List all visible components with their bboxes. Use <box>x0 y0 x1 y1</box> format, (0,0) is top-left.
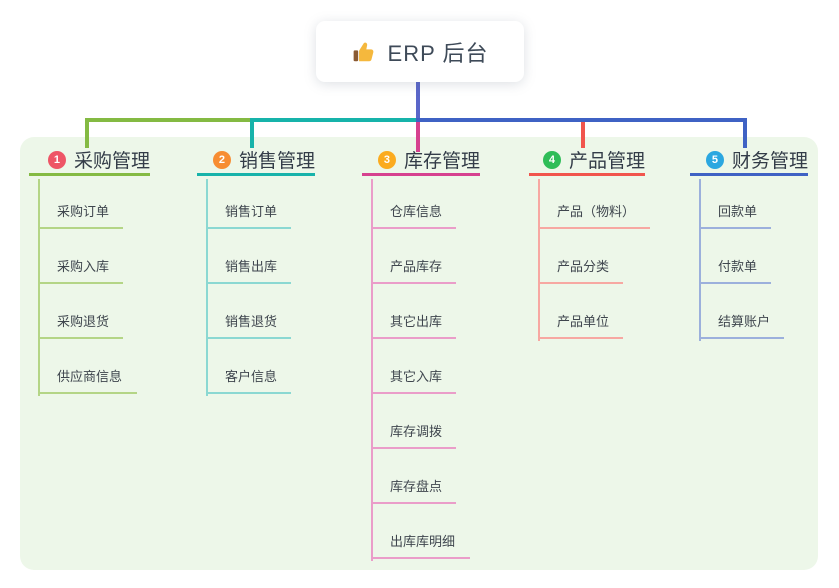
branch-item-label: 库存盘点 <box>390 479 443 494</box>
branch-number-badge: 5 <box>705 150 724 169</box>
branch-item[interactable]: 销售订单 <box>206 197 291 229</box>
branch-item[interactable]: 其它入库 <box>371 362 456 394</box>
branch-drop-line <box>581 122 585 148</box>
branch-title: 财务管理 <box>731 151 808 172</box>
branch-item[interactable]: 采购订单 <box>38 197 123 229</box>
branch-label[interactable]: 2 销售管理 <box>197 146 315 176</box>
branch-item[interactable]: 产品（物料） <box>538 197 650 229</box>
branch-item[interactable]: 客户信息 <box>206 362 291 394</box>
bus-line-blue <box>416 118 747 122</box>
branch-item-label: 其它出库 <box>390 314 443 329</box>
branch-number-badge: 2 <box>212 150 231 169</box>
branch-vertical-line <box>38 179 40 396</box>
branch-item[interactable]: 仓库信息 <box>371 197 456 229</box>
branch-item[interactable]: 库存调拨 <box>371 417 456 449</box>
branch-number-badge: 3 <box>377 150 396 169</box>
branch-item[interactable]: 采购入库 <box>38 252 123 284</box>
branch-item[interactable]: 销售出库 <box>206 252 291 284</box>
branch-item[interactable]: 产品库存 <box>371 252 456 284</box>
branch-item-label: 仓库信息 <box>390 204 443 219</box>
thumbs-up-icon <box>352 39 378 65</box>
branch-drop-line <box>743 118 747 148</box>
branch-item-label: 其它入库 <box>390 369 443 384</box>
branch-title: 库存管理 <box>403 151 480 172</box>
branch-item[interactable]: 销售退货 <box>206 307 291 339</box>
branch-item[interactable]: 采购退货 <box>38 307 123 339</box>
branches-panel <box>20 137 818 570</box>
branch-item-label: 回款单 <box>718 204 758 219</box>
branch-item-label: 销售退货 <box>225 314 278 329</box>
branch-drop-line <box>85 118 89 148</box>
branch-item[interactable]: 出库库明细 <box>371 527 470 559</box>
branch-item-label: 出库库明细 <box>390 534 456 549</box>
branch-label[interactable]: 5 财务管理 <box>690 146 808 176</box>
branch-label[interactable]: 3 库存管理 <box>362 146 480 176</box>
branch-item[interactable]: 其它出库 <box>371 307 456 339</box>
branch-drop-line <box>416 122 420 152</box>
branch-vertical-line <box>371 179 373 561</box>
branch-item[interactable]: 供应商信息 <box>38 362 137 394</box>
branch-title: 采购管理 <box>73 151 150 172</box>
branch-item-label: 付款单 <box>718 259 758 274</box>
branch-vertical-line <box>699 179 701 341</box>
branch-item[interactable]: 付款单 <box>699 252 771 284</box>
branch-label[interactable]: 4 产品管理 <box>529 146 645 176</box>
branch-item-label: 结算账户 <box>718 314 771 329</box>
root-node[interactable]: ERP 后台 <box>316 21 524 82</box>
branch-item[interactable]: 回款单 <box>699 197 771 229</box>
bus-line-green <box>85 118 254 122</box>
branch-item-label: 采购入库 <box>57 259 110 274</box>
branch-number-badge: 1 <box>47 150 66 169</box>
branch-label[interactable]: 1 采购管理 <box>29 146 150 176</box>
branch-item-label: 产品库存 <box>390 259 443 274</box>
branch-item-label: 产品单位 <box>557 314 610 329</box>
branch-item-label: 采购订单 <box>57 204 110 219</box>
branch-vertical-line <box>206 179 208 396</box>
branch-title: 销售管理 <box>238 151 315 172</box>
root-title: ERP 后台 <box>387 40 489 66</box>
branch-drop-line <box>250 118 254 148</box>
bus-line-teal <box>250 118 420 122</box>
branch-title: 产品管理 <box>568 151 645 172</box>
branch-item[interactable]: 结算账户 <box>699 307 784 339</box>
branch-item-label: 产品分类 <box>557 259 610 274</box>
branch-item-label: 采购退货 <box>57 314 110 329</box>
branch-item-label: 产品（物料） <box>557 204 636 219</box>
root-connector-line <box>416 82 420 122</box>
branch-item-label: 库存调拨 <box>390 424 443 439</box>
branch-number-badge: 4 <box>542 150 561 169</box>
branch-item-label: 销售出库 <box>225 259 278 274</box>
branch-item[interactable]: 库存盘点 <box>371 472 456 504</box>
branch-item[interactable]: 产品分类 <box>538 252 623 284</box>
branch-item-label: 供应商信息 <box>57 369 123 384</box>
branch-item-label: 销售订单 <box>225 204 278 219</box>
branch-vertical-line <box>538 179 540 341</box>
branch-item-label: 客户信息 <box>225 369 278 384</box>
branch-item[interactable]: 产品单位 <box>538 307 623 339</box>
